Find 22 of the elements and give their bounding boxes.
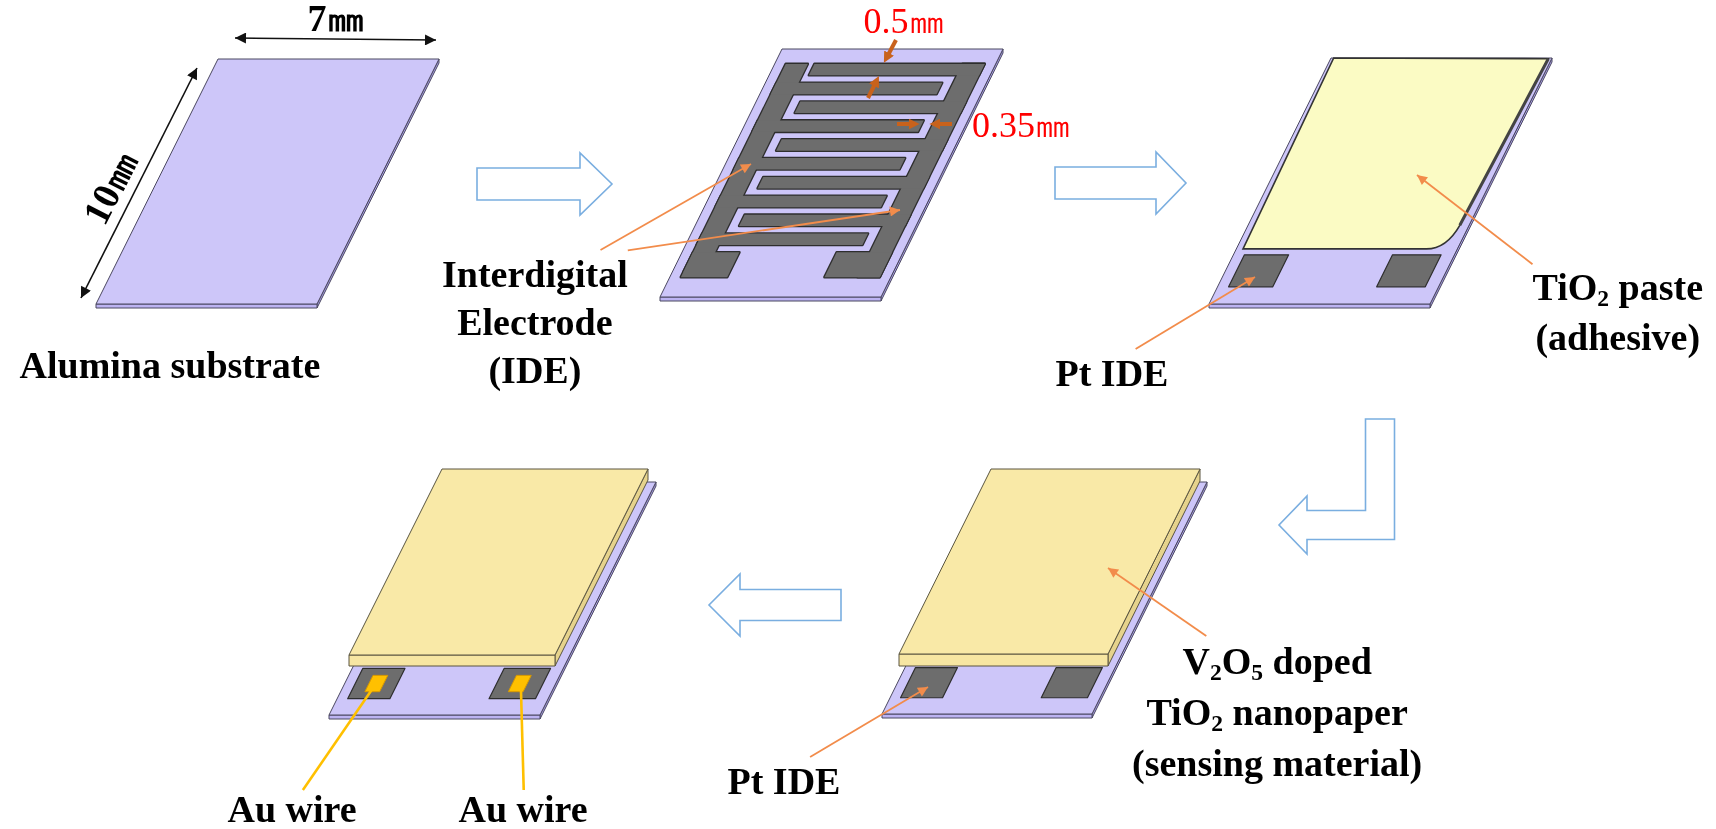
- callout-label: Pt IDE: [727, 757, 841, 805]
- callout-label: TiO$_{2}$ paste (adhesive): [1532, 262, 1703, 362]
- leader-line: [626, 206, 901, 252]
- callout-label: Au wire: [227, 790, 357, 828]
- callout-label: V$_{2}$O$_{5}$ doped TiO$_{2}$ nanopaper (sensing material): [1132, 636, 1423, 789]
- dimension-label: 0.35㎜: [972, 107, 1071, 145]
- process-arrow: [707, 572, 842, 638]
- leader-line: [1107, 567, 1208, 637]
- process-arrow: [476, 151, 614, 217]
- stage-label: Alumina substrate: [19, 343, 321, 388]
- callout-label: Au wire: [458, 790, 588, 828]
- dimension-label: 7㎜: [307, 0, 365, 39]
- leader-line: [809, 686, 929, 758]
- process-arrow: [1277, 418, 1396, 556]
- callout-label: Interdigital Electrode (IDE): [442, 250, 628, 394]
- leader-line: [519, 690, 526, 791]
- dimension-label: 0.5㎜: [863, 3, 945, 41]
- process-arrow: [1054, 150, 1188, 216]
- callout-label: Pt IDE: [1055, 349, 1169, 397]
- leader-line: [1416, 174, 1534, 266]
- leader-line: [1134, 276, 1256, 350]
- dimension-label: 10㎜: [76, 145, 146, 231]
